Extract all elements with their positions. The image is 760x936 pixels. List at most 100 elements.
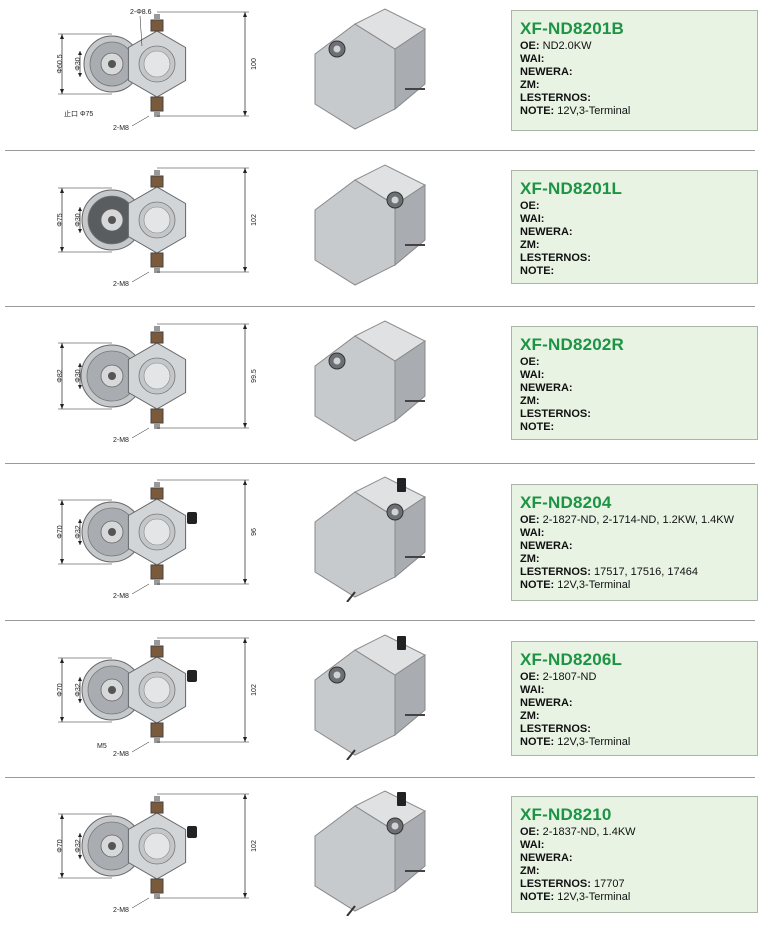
dim-bolt-label: 2-M8 — [113, 281, 129, 288]
spec-oe: OE: — [520, 356, 749, 369]
model-number: XF-ND8206L — [520, 650, 623, 669]
dim-inner-label: Φ30 — [75, 213, 82, 226]
spec-zm-label: ZM: — [520, 553, 540, 565]
spec-zm: ZM: — [520, 79, 749, 92]
spec-wai-label: WAI: — [520, 369, 545, 381]
spec-zm: ZM: — [520, 239, 749, 252]
spec-newera-label: NEWERA: — [520, 697, 573, 709]
model-number: XF-ND8210 — [520, 805, 612, 824]
row-separator — [5, 777, 755, 778]
spec-wai-label: WAI: — [520, 527, 545, 539]
spec-newera: NEWERA: — [520, 226, 749, 239]
spec-note: NOTE: 12V,3-Terminal — [520, 736, 749, 749]
dim-face-label: Φ70 — [57, 839, 64, 852]
dim-bolt-label: 2-M8 — [113, 593, 129, 600]
spec-wai-label: WAI: — [520, 213, 545, 225]
spec-newera: NEWERA: — [520, 66, 749, 79]
product-photo — [285, 630, 460, 761]
spec-zm: ZM: — [520, 710, 749, 723]
spec-newera: NEWERA: — [520, 852, 749, 865]
spec-lesternos-label: LESTERNOS: — [520, 252, 591, 264]
spec-lesternos-value: 17517, 17516, 17464 — [593, 566, 698, 578]
spec-wai: WAI: — [520, 369, 749, 382]
dim-bolt-label: 2-M8 — [113, 125, 129, 132]
product-photo — [285, 160, 460, 290]
dim-face-label: Φ75 — [57, 213, 64, 226]
spec-zm-label: ZM: — [520, 710, 540, 722]
spec-wai: WAI: — [520, 527, 749, 540]
spec-lesternos: LESTERNOS: — [520, 92, 749, 105]
spec-note-label: NOTE: — [520, 579, 555, 591]
spec-oe-label: OE: — [520, 514, 540, 526]
dim-height-label: 99.5 — [251, 369, 258, 383]
spec-note-value: 12V,3-Terminal — [557, 579, 631, 591]
spec-newera-label: NEWERA: — [520, 226, 573, 238]
spec-note-value: 12V,3-Terminal — [557, 736, 631, 748]
spec-wai-label: WAI: — [520, 839, 545, 851]
spec-newera-label: NEWERA: — [520, 852, 573, 864]
product-photo — [285, 316, 460, 446]
spec-newera: NEWERA: — [520, 540, 749, 553]
dim-height-label: 100 — [251, 58, 258, 70]
row-separator — [5, 463, 755, 464]
spec-note-label: NOTE: — [520, 421, 555, 433]
spec-wai: WAI: — [520, 839, 749, 852]
spec-lesternos: LESTERNOS: 17517, 17516, 17464 — [520, 566, 749, 579]
dim-inner-label: Φ30 — [75, 57, 82, 70]
spec-note-label: NOTE: — [520, 891, 555, 903]
spec-oe: OE: 2-1827-ND, 2-1714-ND, 1.2KW, 1.4KW — [520, 514, 749, 527]
dim-extra-label: M5 — [97, 743, 107, 750]
dim-hole-label: 2-Φ8.6 — [130, 9, 152, 16]
dim-stop-label: 止口 Φ75 — [64, 109, 93, 118]
spec-box: XF-ND8201L OE: WAI: NEWERA: ZM: LESTERNOS… — [511, 170, 758, 284]
spec-oe: OE: ND2.0KW — [520, 40, 749, 53]
spec-lesternos-label: LESTERNOS: — [520, 566, 591, 578]
row-separator — [5, 306, 755, 307]
model-number: XF-ND8201L — [520, 179, 623, 198]
row-separator — [5, 150, 755, 151]
spec-zm-label: ZM: — [520, 239, 540, 251]
dim-face-label: Φ60.5 — [57, 54, 64, 73]
spec-zm-label: ZM: — [520, 395, 540, 407]
spec-newera-label: NEWERA: — [520, 382, 573, 394]
spec-oe-label: OE: — [520, 671, 540, 683]
spec-lesternos-label: LESTERNOS: — [520, 92, 591, 104]
spec-zm: ZM: — [520, 395, 749, 408]
spec-zm-label: ZM: — [520, 865, 540, 877]
spec-lesternos: LESTERNOS: — [520, 723, 749, 736]
dim-height-label: 102 — [251, 684, 258, 696]
spec-newera-label: NEWERA: — [520, 66, 573, 78]
spec-newera: NEWERA: — [520, 382, 749, 395]
dim-face-label: Φ70 — [57, 525, 64, 538]
spec-wai-label: WAI: — [520, 684, 545, 696]
spec-oe: OE: — [520, 200, 749, 213]
model-number: XF-ND8201B — [520, 19, 625, 38]
spec-oe-value: 2-1827-ND, 2-1714-ND, 1.2KW, 1.4KW — [542, 514, 734, 526]
dim-inner-label: Φ30 — [75, 369, 82, 382]
spec-lesternos: LESTERNOS: — [520, 408, 749, 421]
spec-oe: OE: 2-1807-ND — [520, 671, 749, 684]
dim-height-label: 96 — [251, 528, 258, 536]
spec-wai: WAI: — [520, 213, 749, 226]
spec-note: NOTE: — [520, 265, 749, 278]
spec-note: NOTE: 12V,3-Terminal — [520, 891, 749, 904]
spec-lesternos-label: LESTERNOS: — [520, 723, 591, 735]
spec-oe-value: ND2.0KW — [542, 40, 592, 52]
spec-newera: NEWERA: — [520, 697, 749, 710]
dim-bolt-label: 2-M8 — [113, 751, 129, 758]
row-separator — [5, 620, 755, 621]
spec-wai-label: WAI: — [520, 53, 545, 65]
spec-note-value: 12V,3-Terminal — [557, 891, 631, 903]
spec-oe-value: 2-1837-ND, 1.4KW — [542, 826, 636, 838]
